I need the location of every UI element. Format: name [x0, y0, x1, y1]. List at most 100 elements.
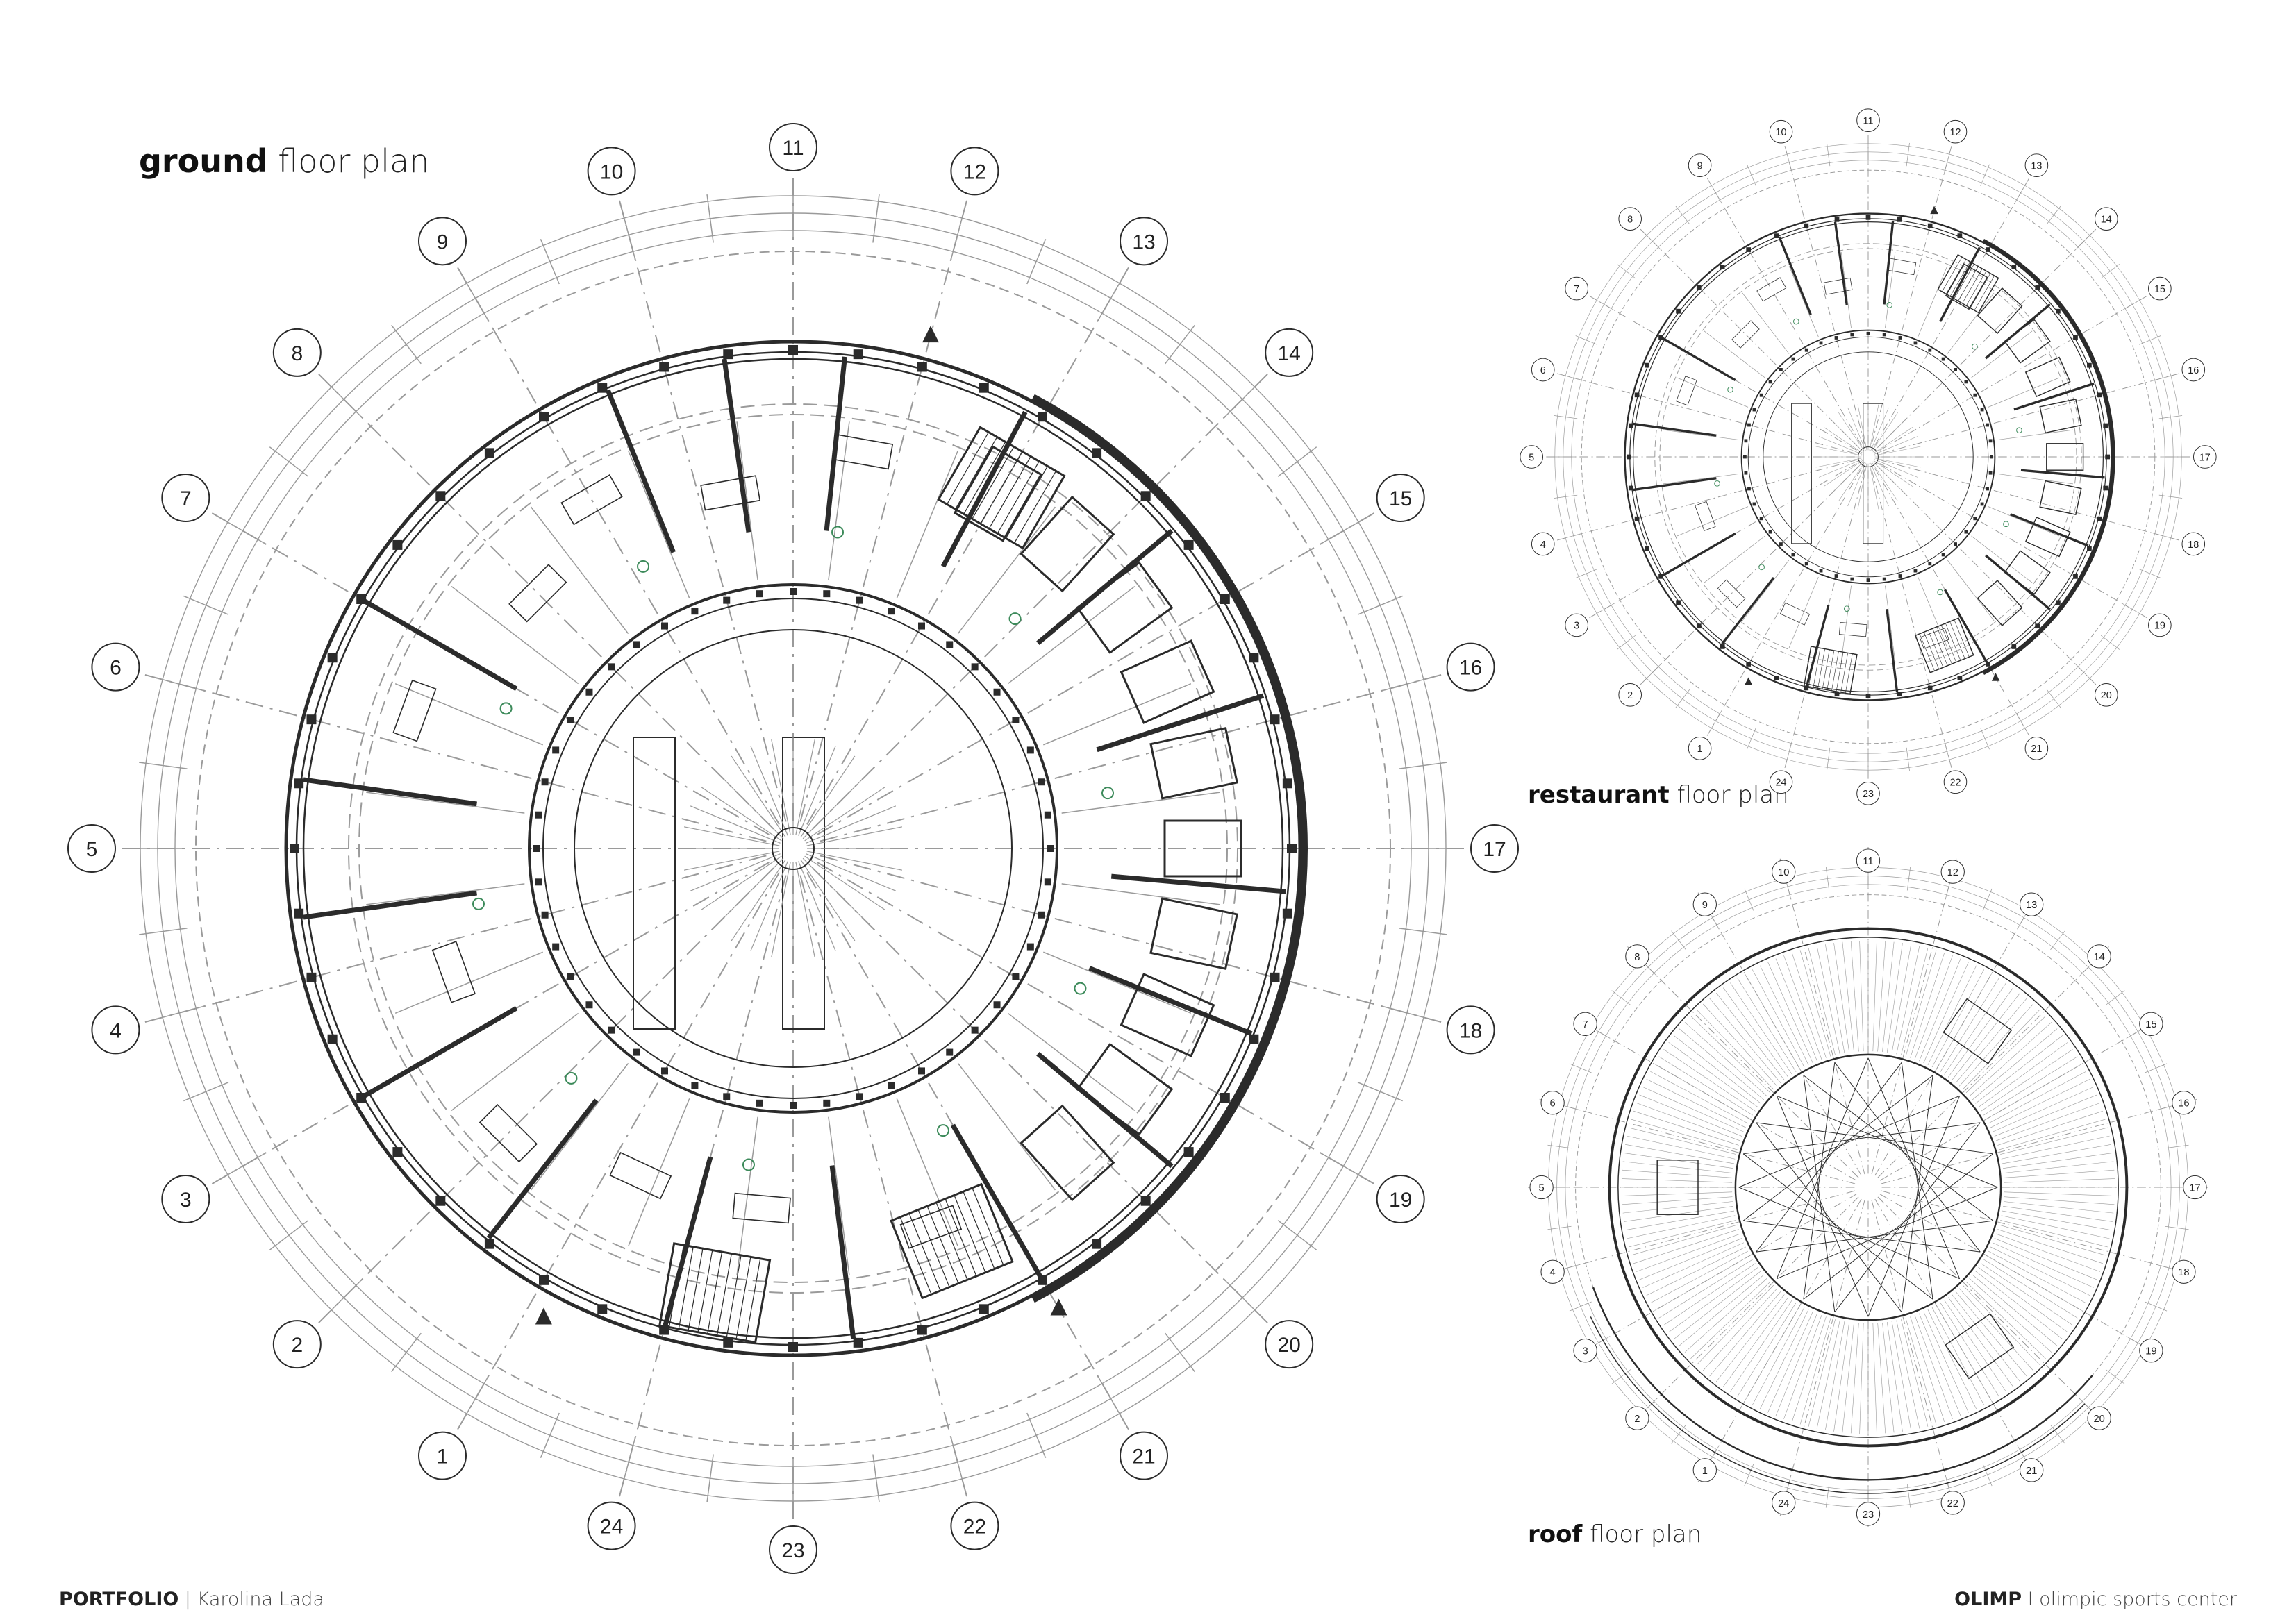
column	[1898, 574, 1902, 578]
skylight-ring	[1734, 1053, 2002, 1321]
dimension-tick	[1747, 728, 1756, 750]
roof-panel-line	[1901, 948, 1929, 1055]
axis-line	[1627, 1196, 1859, 1428]
skylight-rib	[800, 860, 856, 941]
axis-number: 4	[1540, 539, 1546, 551]
axis-bubble: 14	[2095, 207, 2118, 231]
axis-bubble: 2	[272, 1320, 322, 1369]
axis-line	[812, 867, 1285, 1340]
axis-number: 12	[1949, 127, 1961, 138]
column	[1988, 471, 1993, 475]
partition-wall	[1939, 246, 1981, 322]
column	[633, 1048, 640, 1056]
axis-bubble: 5	[1529, 1175, 1554, 1200]
dimension-tick	[156, 677, 203, 691]
skylight-rib	[731, 860, 786, 941]
dimension-tick	[269, 446, 309, 477]
column	[1768, 530, 1772, 534]
roof-panel-line	[1975, 1271, 2063, 1339]
axis-bubble: 3	[1573, 1339, 1597, 1363]
column	[971, 1026, 979, 1034]
skylight-rib	[1830, 419, 1864, 453]
dimension-tick	[2139, 569, 2161, 578]
dimension-ring	[195, 251, 1391, 1446]
partition-wall	[1662, 337, 1736, 382]
room-divider	[1788, 576, 1819, 648]
central-bench	[633, 737, 676, 1030]
axis-number: 17	[1483, 838, 1506, 861]
axis-number: 2	[291, 1334, 303, 1357]
dimension-tick	[2075, 233, 2093, 250]
axis-number: 15	[1389, 487, 1412, 510]
equipment	[1779, 602, 1811, 626]
dimension-tick	[1357, 595, 1403, 615]
axis-number: 3	[180, 1189, 192, 1212]
roof-panel-line	[1646, 1078, 1746, 1128]
dimension-tick	[1786, 151, 1793, 174]
column	[1044, 811, 1051, 819]
roof-panel-line	[1958, 1288, 2033, 1371]
skylight-rib	[806, 853, 897, 891]
axis-line	[191, 862, 770, 1196]
axis-bubble: 15	[2139, 1012, 2163, 1036]
axis-number: 21	[1132, 1446, 1155, 1468]
column	[1645, 362, 1649, 368]
roof-panel-line	[1931, 1307, 1985, 1405]
ground-plan-entrances	[535, 326, 1067, 1325]
dimension-tick	[1982, 1464, 1993, 1487]
column	[853, 349, 863, 360]
plant	[1714, 480, 1720, 487]
dimension-tick	[540, 1412, 560, 1458]
roof-panel-line	[1850, 941, 1859, 1052]
axis-number: 1	[1697, 744, 1703, 755]
outer-wall	[1633, 221, 2104, 692]
dimension-tick	[1825, 867, 1830, 891]
column	[567, 973, 574, 980]
column	[1980, 408, 1984, 412]
roof-panel-line	[1988, 1071, 2086, 1124]
axis-number: 18	[1459, 1019, 1482, 1042]
roof-panel-line	[1716, 992, 1785, 1080]
column	[1720, 644, 1725, 649]
entrance-marker	[1050, 1298, 1067, 1316]
column	[1038, 778, 1045, 786]
dimension-tick	[1617, 635, 1636, 650]
roof-panel-line	[1679, 1274, 1765, 1346]
column	[608, 663, 615, 671]
skylight-rib	[750, 861, 788, 952]
column	[1026, 746, 1034, 754]
partition-wall	[486, 1098, 599, 1240]
dimension-tick	[1906, 1484, 1911, 1508]
room-divider	[1677, 506, 1749, 537]
roof-panel-line	[1850, 1323, 1859, 1434]
skylight-rib	[806, 851, 903, 871]
dimension-tick	[1026, 239, 1047, 285]
roof-panel-line	[1969, 1278, 2052, 1353]
dimension-tick	[139, 928, 188, 935]
axis-number: 10	[1776, 127, 1787, 138]
axis-line	[1781, 135, 1865, 444]
column	[1038, 911, 1045, 919]
lattice-beam	[1867, 1057, 1961, 1279]
dimension-tick	[1383, 677, 1431, 691]
skylight-rib	[1838, 412, 1865, 452]
service-room	[2046, 443, 2084, 471]
room-divider	[394, 951, 543, 1014]
roof-panel-line	[1825, 1321, 1845, 1430]
roof-panel-line	[1905, 1318, 1937, 1425]
column	[2087, 362, 2092, 368]
axis-bubble: 22	[1940, 1491, 1965, 1515]
roof-panel-line	[1663, 1263, 1756, 1325]
axis-bubble: 24	[1769, 770, 1793, 794]
axis-number: 3	[1583, 1346, 1588, 1357]
roof-panel-line	[1842, 941, 1854, 1053]
dimension-tick	[2100, 635, 2120, 650]
column	[1897, 692, 1902, 697]
axis-bubble: 5	[1520, 445, 1543, 469]
service-room	[2024, 356, 2071, 398]
room-divider	[1742, 560, 1790, 621]
roof-panel-line	[1639, 1238, 1742, 1280]
skylight-rib	[1873, 427, 1913, 453]
dimension-tick	[2046, 206, 2061, 225]
